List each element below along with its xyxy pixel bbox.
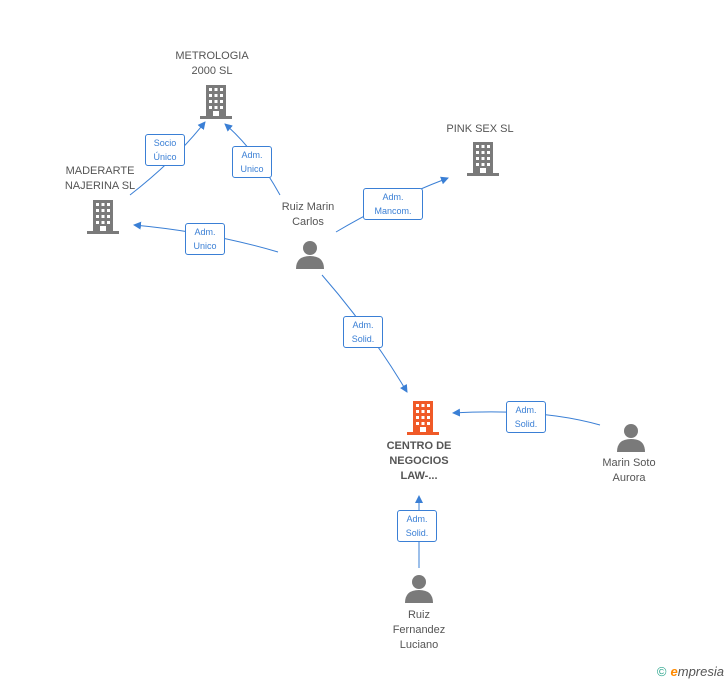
edge-label-ruizmarin-metrologia: Adm. Unico	[232, 146, 272, 178]
building-icon-centro[interactable]	[407, 401, 439, 435]
edge-label-marinsoto-centro: Adm. Solid.	[506, 401, 546, 433]
edge-label-maderarte-metrologia: Socio Único	[145, 134, 185, 166]
node-label-maderarte[interactable]: MADERARTE NAJERINA SL	[64, 165, 136, 192]
node-label-centro[interactable]: CENTRO DE NEGOCIOS LAW-...	[386, 440, 452, 482]
empresia-brand: mpresia	[677, 664, 724, 679]
node-label-ruizfernandez[interactable]: Ruiz Fernandez Luciano	[392, 609, 446, 651]
empresia-copyright[interactable]: ©empresia	[657, 664, 724, 679]
empresia-logo-e: e	[670, 664, 678, 679]
edge-label-ruizmarin-pinksex: Adm. Mancom.	[363, 188, 423, 220]
node-label-ruizmarin[interactable]: Ruiz Marin Carlos	[281, 201, 335, 228]
building-icon-pinksex[interactable]	[467, 142, 499, 176]
node-label-pinksex[interactable]: PINK SEX SL	[446, 123, 514, 135]
node-label-metrologia[interactable]: METROLOGIA 2000 SL	[175, 50, 249, 77]
person-icon-ruizmarin[interactable]	[295, 239, 325, 269]
person-icon-marinsoto[interactable]	[616, 422, 646, 452]
edge-label-ruizfernandez-centro: Adm. Solid.	[397, 510, 437, 542]
copyright-icon: ©	[656, 664, 667, 679]
node-label-marinsoto[interactable]: Marin Soto Aurora	[602, 457, 656, 484]
building-icon-maderarte[interactable]	[87, 200, 119, 234]
person-icon-ruizfernandez[interactable]	[404, 573, 434, 603]
building-icon-metrologia[interactable]	[200, 85, 232, 119]
edge-label-ruizmarin-centro: Adm. Solid.	[343, 316, 383, 348]
edge-label-ruizmarin-maderarte: Adm. Unico	[185, 223, 225, 255]
